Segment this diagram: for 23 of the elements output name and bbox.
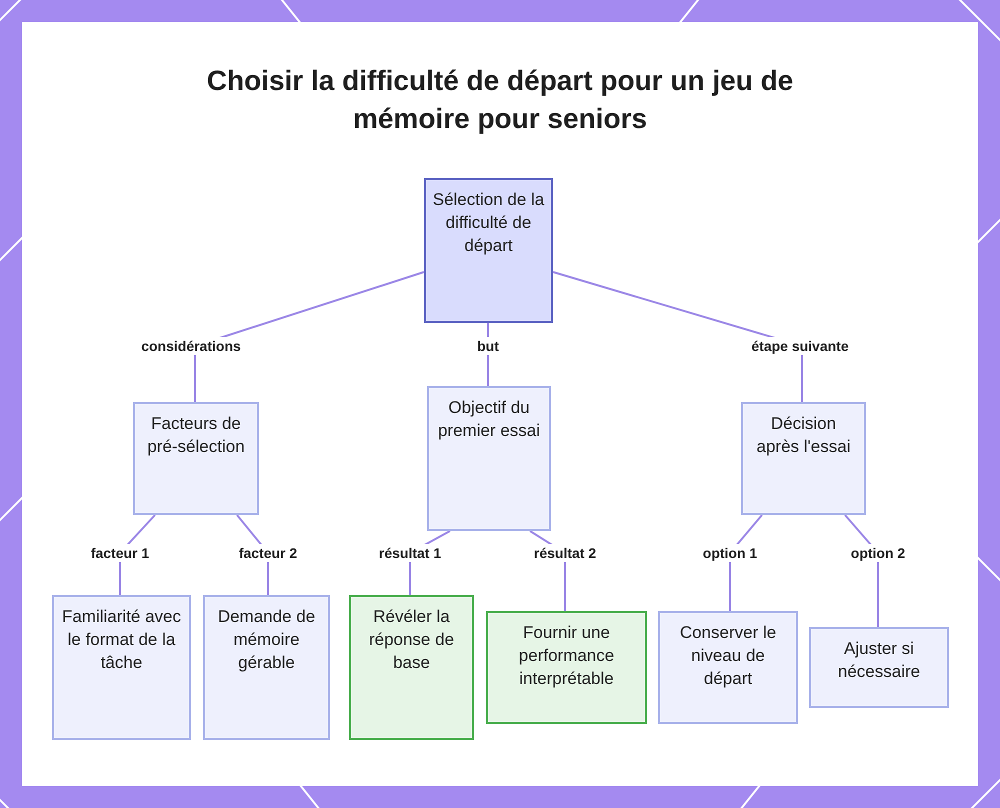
- process-box: [427, 386, 551, 531]
- node-text: Objectif du premier essai: [436, 397, 542, 442]
- process-box: [349, 595, 474, 740]
- connector-line: [194, 271, 424, 402]
- process-box: [658, 611, 798, 724]
- node-text: Sélection de la difficulté de départ: [432, 189, 545, 257]
- process-box: [133, 402, 259, 515]
- title: Choisir la difficulté de départ pour un jeu de mémoire pour seniors: [206, 64, 794, 136]
- node-text: Conserver le niveau de départ: [678, 622, 778, 690]
- process-box: [203, 595, 330, 740]
- node-text: Familiarité avec le format de la tâche: [60, 606, 182, 674]
- process-box: [52, 595, 191, 740]
- process-box: [809, 627, 949, 708]
- node-text: Facteurs de pré-sélection: [146, 413, 246, 458]
- node-text: Décision après l'essai: [756, 413, 852, 458]
- process-box: [424, 178, 553, 323]
- connector-line: [552, 271, 803, 402]
- node-text: Révéler la réponse de base: [368, 606, 456, 674]
- node-text: Demande de mémoire gérable: [216, 606, 316, 674]
- process-box: [741, 402, 866, 515]
- node-text: Ajuster si nécessaire: [836, 638, 922, 683]
- process-box: [486, 611, 647, 724]
- node-text: Fournir une performance interprétable: [518, 622, 616, 690]
